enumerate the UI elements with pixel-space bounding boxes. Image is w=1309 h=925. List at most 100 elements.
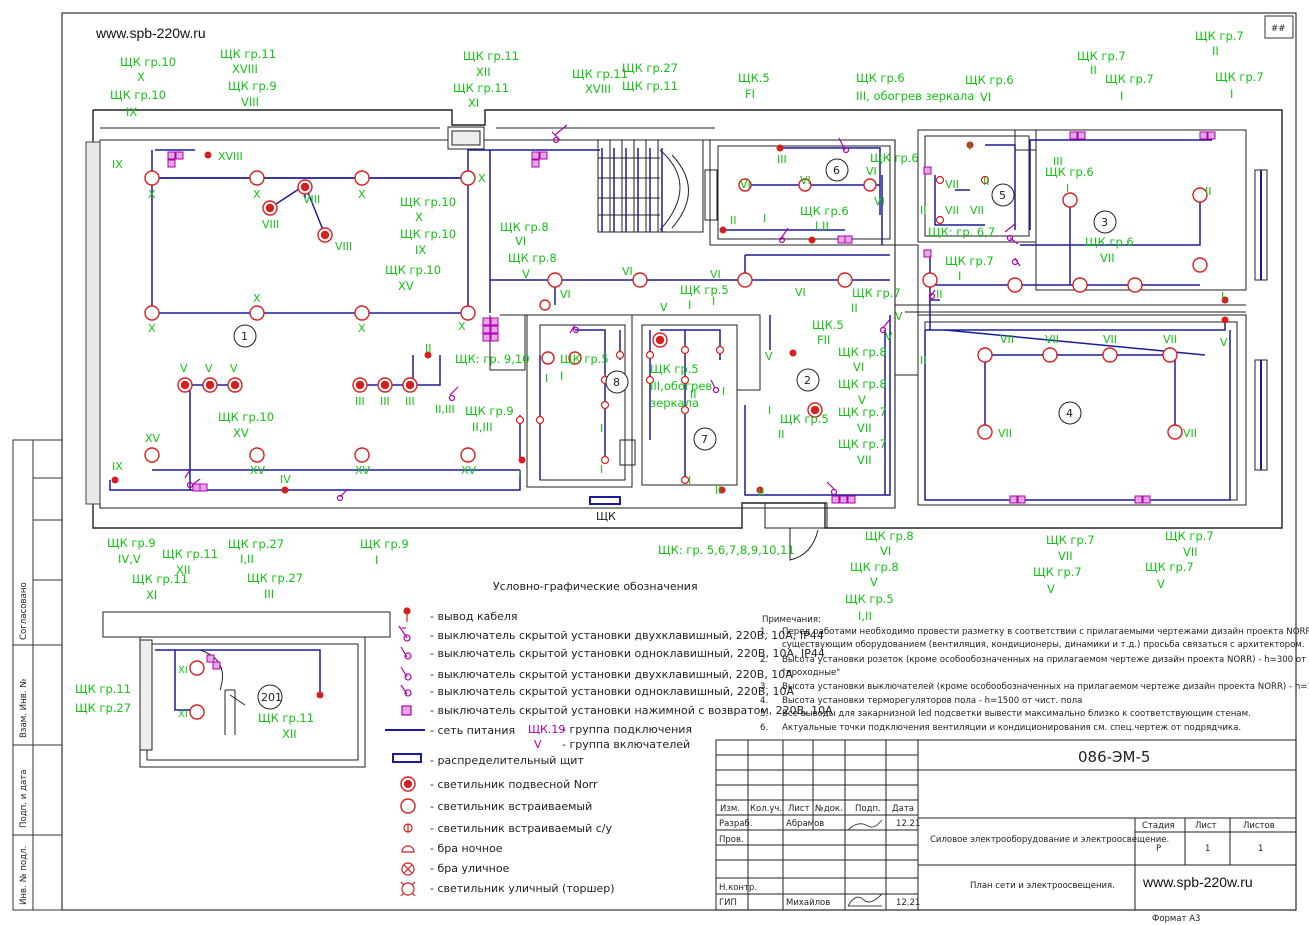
legend-power-line: - сеть питания [430, 724, 515, 737]
svg-text:XV: XV [398, 279, 414, 293]
note-6-num: 6. [760, 723, 768, 733]
svg-text:ЩК гр.9: ЩК гр.9 [228, 79, 277, 93]
svg-text:I,II: I,II [858, 609, 872, 623]
svg-text:VII: VII [998, 427, 1012, 440]
svg-text:V: V [895, 310, 903, 323]
svg-text:ЩК гр.7: ЩК гр.7 [1145, 560, 1194, 574]
svg-text:XI: XI [468, 96, 479, 110]
svg-text:ЩК.5: ЩК.5 [738, 71, 770, 85]
sheet-marker: ## [1271, 24, 1285, 34]
room-3: 3 [1101, 216, 1108, 229]
svg-text:III,обогрев: III,обогрев [650, 379, 712, 393]
legend-group-connection: - группа подключения [562, 723, 692, 736]
sheets-value: 1 [1258, 844, 1263, 854]
svg-text:ЩК: гр. 9,10: ЩК: гр. 9,10 [455, 352, 530, 366]
notes-title: Примечания: [762, 615, 821, 625]
room-4: 4 [1066, 407, 1073, 420]
notes: Примечания: 1. Перед работами необходимо… [760, 615, 1309, 733]
svg-text:V: V [660, 301, 668, 314]
svg-text:V: V [230, 362, 238, 375]
legend-switch-push: - выключатель скрытой установки нажимной… [430, 704, 833, 717]
hdr-date: Дата [892, 804, 914, 814]
title-block [715, 739, 1297, 911]
svg-text:VII: VII [1183, 545, 1198, 559]
svg-text:VI: VI [866, 165, 877, 178]
note-6-text: Актуальные точки подключения вентиляции … [782, 723, 1241, 733]
svg-text:ЩК гр.27: ЩК гр.27 [75, 701, 131, 715]
svg-text:I: I [1066, 182, 1069, 195]
svg-text:ЩК гр.5: ЩК гр.5 [845, 592, 894, 606]
svg-text:V: V [180, 362, 188, 375]
svg-text:ЩК гр.11: ЩК гр.11 [75, 682, 131, 696]
svg-text:XV: XV [250, 464, 266, 477]
svg-text:ЩК гр.27: ЩК гр.27 [247, 571, 303, 585]
svg-text:ЩК гр.10: ЩК гр.10 [400, 227, 456, 241]
svg-text:ЩК гр.11: ЩК гр.11 [572, 67, 628, 81]
svg-text:III: III [777, 153, 787, 166]
svg-text:X: X [148, 188, 156, 201]
svg-text:X: X [358, 188, 366, 201]
svg-text:IX: IX [112, 158, 123, 171]
legend-recessed-light: - светильник встраиваемый [430, 800, 592, 813]
date-razrab: 12.21 [896, 819, 920, 829]
svg-text:II: II [936, 288, 943, 301]
svg-text:VI: VI [800, 174, 811, 187]
svg-text:IX: IX [415, 243, 426, 257]
svg-text:V: V [765, 350, 773, 363]
svg-text:III: III [405, 395, 415, 408]
inset-plan-201: 201 XI XI [102, 611, 391, 768]
format-label: Формат А3 [1152, 914, 1200, 924]
floor-plan [85, 109, 1283, 561]
svg-text:XI: XI [178, 665, 188, 676]
title-website: www.spb-220w.ru [1142, 874, 1253, 890]
svg-text:ЩК гр.8: ЩК гр.8 [838, 377, 887, 391]
svg-text:X: X [358, 322, 366, 335]
note-5-num: 5. [760, 709, 768, 719]
svg-text:VI: VI [740, 178, 751, 191]
svg-text:ЩК гр.11: ЩК гр.11 [453, 81, 509, 95]
svg-text:VII: VII [1100, 251, 1115, 265]
svg-text:ЩК: гр. 6,7: ЩК: гр. 6,7 [928, 225, 995, 239]
svg-text:ЩК гр.7: ЩК гр.7 [838, 437, 887, 451]
svg-text:II,III: II,III [435, 403, 455, 416]
note-1-num: 1. [760, 627, 768, 637]
svg-text:III: III [355, 395, 365, 408]
svg-text:V: V [870, 575, 878, 589]
svg-text:II: II [425, 342, 432, 355]
svg-text:ЩК гр.8: ЩК гр.8 [508, 251, 557, 265]
svg-text:III, обогрев зеркала: III, обогрев зеркала [856, 89, 974, 103]
svg-text:ЩК гр.7: ЩК гр.7 [1165, 529, 1214, 543]
svg-text:V: V [1157, 577, 1165, 591]
svg-text:XVIII: XVIII [218, 150, 243, 163]
light-fixtures [144, 170, 1208, 463]
svg-text:II: II [778, 428, 785, 441]
svg-text:VII: VII [1000, 333, 1014, 346]
svg-text:X: X [137, 70, 145, 84]
svg-text:ЩК гр.7: ЩК гр.7 [1215, 70, 1264, 84]
room-6: 6 [833, 164, 840, 177]
legend-recessed-small: - светильник встраиваемый с/у [430, 822, 613, 835]
small-fixtures [515, 175, 990, 485]
svg-text:VI: VI [560, 288, 571, 301]
svg-text:IV: IV [280, 473, 291, 486]
svg-text:I: I [518, 468, 521, 481]
svg-text:IX: IX [126, 105, 137, 119]
legend-switch-double-ip44: - выключатель скрытой установки двухклав… [430, 629, 824, 642]
hdr-podp: Подп. [855, 804, 881, 814]
svg-text:ЩК гр.8: ЩК гр.8 [850, 560, 899, 574]
sheets-label: Листов [1243, 821, 1275, 831]
svg-text:ЩК гр.27: ЩК гр.27 [228, 537, 284, 551]
push-switches [167, 131, 1216, 504]
legend-night-sconce: - бра ночное [430, 842, 503, 855]
svg-text:ЩК гр.11: ЩК гр.11 [220, 47, 276, 61]
legend-outdoor-sconce: - бра уличное [430, 862, 510, 875]
svg-text:I: I [375, 553, 378, 567]
svg-text:I: I [600, 422, 603, 435]
note-2-text: Высота установки розеток (кроме особообо… [782, 655, 1309, 665]
svg-text:ЩК гр.11: ЩК гр.11 [463, 49, 519, 63]
svg-text:ЩК гр.11: ЩК гр.11 [622, 79, 678, 93]
distribution-panel: ЩК [447, 126, 621, 523]
svg-text:I: I [1221, 290, 1224, 303]
svg-text:ЩК гр.5: ЩК гр.5 [780, 412, 829, 426]
